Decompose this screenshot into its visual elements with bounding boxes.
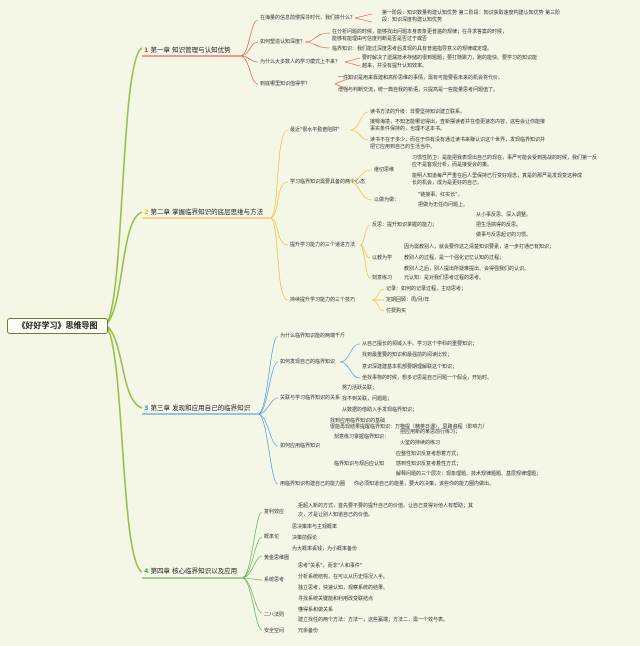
ch2-a-ans-1: 读书方法的升级：非要坚持知识建立联系。 <box>370 109 466 115</box>
ch3-e: 用临界知识构建自己的能力圈 <box>280 481 346 487</box>
ch4-d-ans-2: 分析系统结构，在可以从历史情况入手。 <box>298 574 389 580</box>
ch3-b-ans-3: 意识深建建基本机部要期理解联这个知识； <box>362 364 458 370</box>
ch3-d3-ans-1: 应整性知识反复考想着方式； <box>396 451 462 457</box>
ch1-q1: 在海量的信息前慢探寻时代，我们拼什么？ <box>260 15 356 21</box>
ch1-q2-ans-2: 能够有能理由可信度判断是否是否过于或否 <box>332 36 428 42</box>
ch3-c-ans-3: 从数据的借助入手发现临界知识； <box>342 407 418 413</box>
ch2-c1-ans-3: 做事与反思起记的习惯。 <box>476 232 532 238</box>
ch1-q3-ans-1: 要时解决了遗漏技术存储的很到题题；要打随跳力，跑的能快、要学习的知识能 <box>362 55 538 61</box>
ch2-b2-ans-1: "链接事、红实长"。 <box>418 192 463 198</box>
ch4-e-ans-2: 建立找任的两个方法：方法一，这些赢端；方法二，需一个效与表。 <box>298 617 449 623</box>
ch2-c1-ans-1: 从小事反思、深入调整。 <box>476 212 532 218</box>
root-node: 《好好学习》思维导图 <box>7 318 108 334</box>
ch1-q2-ans-1: 在分析问题的时候，能够找出问题本身表象更普遍的规律；在寻求答案的时候， <box>332 29 508 35</box>
ch4-d: 系统思考 <box>264 577 285 583</box>
ch2-b: 学习临界知识需要具备的两个心态 <box>290 179 366 185</box>
ch4-d-ans-4: 寻找系统关键能和利用改变联结点 <box>298 596 374 602</box>
ch4-c: 黄金思维圈 <box>264 555 290 561</box>
ch2-b2-ans-2: 把做为无任向问题上。 <box>418 202 469 208</box>
ch2-c3: 刻意练习 <box>372 275 393 281</box>
ch1-q1-ans-1: 第一阶段：知识数量构建认知优势 第二阶段：知识获取速度构建认知优势 第三阶 <box>382 10 561 16</box>
ch2-d-ans-1: 记录：如何的记录过程，主动思考； <box>386 286 467 292</box>
ch1-q2: 如何塑造认知深度？ <box>260 39 306 45</box>
ch1-q3: 为什么大多数人的学习模式上不来？ <box>260 59 341 65</box>
chapter-2-title: 第二章 掌握临界知识的底层思维与方法 <box>150 208 264 216</box>
ch3-b-ans-1: 从自己擅长的领域入手。学习这个学科的重要知识； <box>362 341 478 347</box>
ch1-q4-ans-1: 一件知识是用来靠建和高阶思维的事情，需有可能要看未来的机会将代价。 <box>338 75 504 81</box>
ch1-q4-ans-2: 增强与判断交流，统一典自我的新语，只提高是一些能量思考问题值了。 <box>338 87 499 93</box>
chapter-2-number: 2 <box>144 208 149 216</box>
ch3-d2-ans-1: 把应用新的某思前行练习； <box>400 429 461 435</box>
ch2-c2-ans-1: 因为需教别人，就会要你这之清楚知识要素，进一步打通已有知识； <box>404 244 555 250</box>
ch3-d1: 找到应用临界知识的基础 <box>330 418 386 424</box>
ch2-c2-ans-3: 教别人之后，别人提出所疑难提出、会得强我们的认识。 <box>404 266 530 272</box>
chapter-3-number: 3 <box>144 404 149 412</box>
ch2-b1-ans-2: 应不是客观分析，而是接受会的策。 <box>412 162 493 168</box>
ch3-d: 如何应用临界知识 <box>280 443 321 449</box>
ch2-c1: 反思：提升知识掌握的能力； <box>372 222 438 228</box>
ch3-b: 如何发现自己的临界知识 <box>280 359 336 365</box>
ch4-e-ans-1: 懂得系和做关系 <box>298 607 334 613</box>
ch3-c: 关联与学习临界知识的关系 <box>280 395 341 401</box>
ch3-d3: 临界知识与规后应认知 <box>334 461 385 467</box>
ch2-a-ans-3: 事实条件保持的，也理不这本书。 <box>370 126 446 132</box>
ch2-c2: 以教为学 <box>372 255 393 261</box>
ch2-b1-ans-4: 长的机会，成为是更好的自己。 <box>412 180 483 186</box>
ch2-d-ans-3: 付费购买 <box>386 308 407 314</box>
ch2-d-ans-2: 定期回顾：周/月/年 <box>386 297 430 303</box>
ch3-d3-ans-2: 感到性知识反复考着性方式； <box>396 461 462 467</box>
ch2-c: 提升学习能力的三个递进方法 <box>290 242 356 248</box>
ch4-f-ans-1: 冗余备份 <box>298 628 319 634</box>
ch3-d3-ans-3: 解释问题的三个层次：现象理题、技术规律题题、基层规律理题； <box>396 471 542 477</box>
ch2-b1-ans-1: 习惯性防卫：是能把我表现出自己的现在，事严可能会受到挑战的时候，我们第一反 <box>412 155 598 161</box>
ch3-c-ans-1: 努力活跃关联； <box>342 385 378 391</box>
ch4-d-ans-3: 独立思考，快速认知，观察系统的结果。 <box>298 585 389 591</box>
ch3-e-ans-1: 你必须知道自己的能量，要大的决策，该些你的能力圈内做出。 <box>354 481 495 487</box>
ch2-b1: 继切思维 <box>374 167 395 173</box>
ch2-b2: 以做为做： <box>374 197 400 203</box>
ch2-b1-ans-3: 能明人知道每严严重在后人里保持已行变好观念，真是的那严是发现变这种成 <box>412 173 583 179</box>
ch1-q4: 到底哪里知识值得学？ <box>260 81 311 87</box>
ch2-c2-ans-2: 教别人的过程，是一个强化记忆认知的过程； <box>404 255 505 261</box>
ch4-f: 安全空间 <box>264 628 285 634</box>
ch4-b-ans-3: 为大概率丢钱，为小概率备份 <box>292 546 358 552</box>
chapter-4-title: 第四章 核心临界知识以及应用 <box>150 567 238 575</box>
ch4-b: 概率论 <box>264 534 280 540</box>
ch1-q3-ans-2: 越来，并没有提升认知效率。 <box>362 63 428 69</box>
ch2-c1-ans-2: 把生活搞得的反思。 <box>476 222 522 228</box>
chapter-4-number: 4 <box>144 567 149 575</box>
ch2-a-ans-2: 接嗯海境，不知怎能哪记得出，查新摆读者并在借更速态内容，这些会让你能接 <box>370 119 546 125</box>
ch2-d: 持续提升学习能力的三个技巧 <box>290 297 356 303</box>
ch2-a-ans-4: 读书不在于多少，而在于你有没有通过读书来赚认识这个世界，发现临界知识并 <box>370 137 546 143</box>
ch2-a-ans-5: 把它应用到自己的生活当中。 <box>370 144 436 150</box>
ch1-q1-ans-2: 段：知识深度构建认知优势 <box>382 17 443 23</box>
ch4-d-ans-1: 思考"关系"，而非"人和事件" <box>298 563 363 569</box>
ch4-b-ans-1: 思决策率与主观概率 <box>292 524 338 530</box>
ch2-a: 最近"很水平勤奋陷阱" <box>290 127 340 133</box>
ch3-d2-ans-2: 火鉴的持续的练习 <box>400 440 441 446</box>
ch4-b-ans-2: 决策前假论 <box>292 535 318 541</box>
ch3-c-ans-2: 找不到关联，问题题； <box>342 396 393 402</box>
chapter-1-title: 第一章 知识管理与认知优势 <box>150 46 231 54</box>
chapter-3-title: 第三章 发现和应用自己的临界知识 <box>150 404 251 412</box>
ch4-a-ans-2: 次，才是让别人知道自己的价值。 <box>298 512 374 518</box>
ch3-b-ans-4: 坐找事物的时候，想多记思是自己问题一个假设，开始时。 <box>362 375 493 381</box>
ch3-a: 为什么临界知识能的两端千斤 <box>280 333 346 339</box>
ch3-d1-ans-1: 很能再现结果提醒临界知识：万物提（精英日课）、思路遍程（影响力） <box>330 424 488 430</box>
ch4-e: 二八法则 <box>264 612 285 618</box>
ch3-d2: 刻意练习掌握临界知识： <box>334 434 390 440</box>
ch1-q2-ans-3: 临界知识：我们能过深度思考后发现的具有普遍指导意义的规律或定理。 <box>332 46 493 52</box>
ch3-b-ans-2: 找到最重要的知识和最强前的阅读比较； <box>362 352 453 358</box>
ch2-c3-ans-1: 元认知：是对我们思考过程的思考。 <box>404 275 485 281</box>
chapter-1-number: 1 <box>144 46 149 54</box>
ch4-a: 复利效应 <box>264 509 285 515</box>
ch4-a-ans-1: 拒超入新的方式，首先要不要的提升自己的价值。让自己变得对他人有帮助；其 <box>298 503 474 509</box>
